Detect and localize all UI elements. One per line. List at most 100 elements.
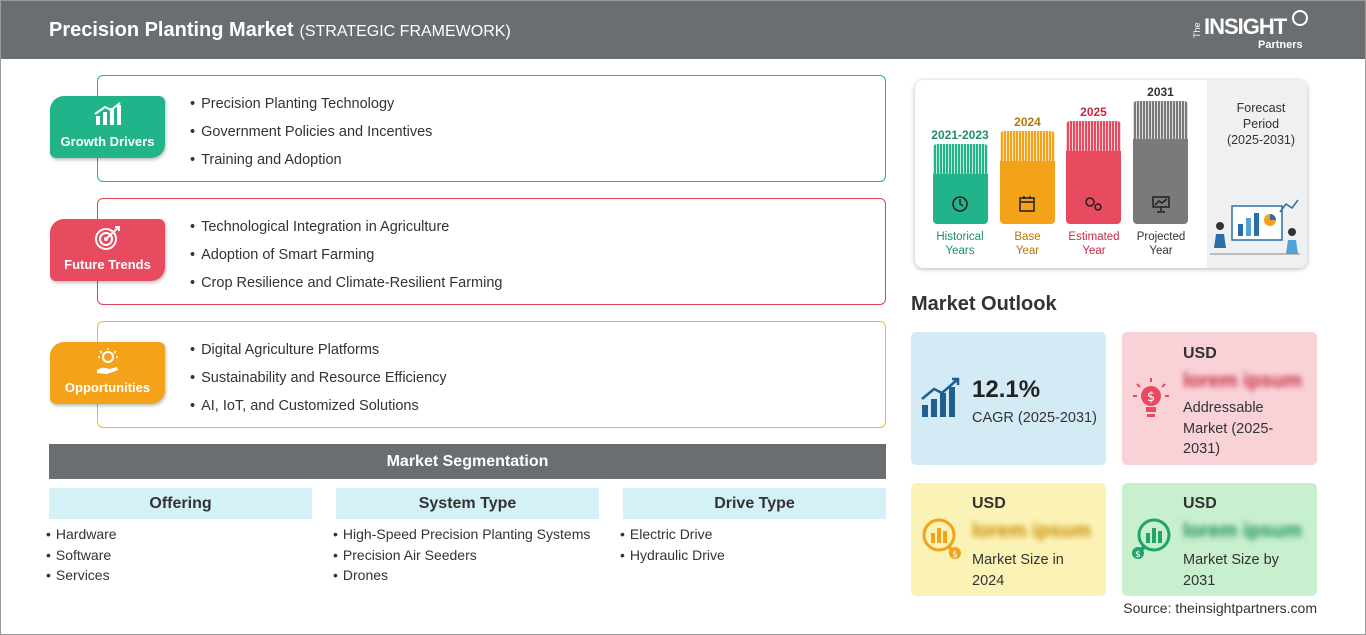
calendar-icon [1019, 196, 1035, 212]
addressable-label: Addressable Market (2025- 2031) [1183, 398, 1273, 460]
desc-line: Market Size by [1183, 552, 1279, 568]
list-item: Services [46, 568, 117, 589]
analyst-dashboard-icon [1210, 199, 1300, 255]
segment-heading-drive-type: Drive Type [623, 488, 886, 519]
desc-line: Addressable [1183, 400, 1264, 416]
currency-label: USD [972, 495, 1006, 512]
list-item: Software [46, 547, 117, 569]
header-bar: Precision Planting Market (STRATEGIC FRAM… [0, 0, 1366, 59]
forecast-line: Forecast [1236, 101, 1286, 115]
list-item: High-Speed Precision Planting Systems [333, 527, 590, 548]
currency-label: USD [1183, 345, 1217, 362]
year-projected: 2031 [1147, 85, 1174, 99]
bar-historical [933, 144, 988, 224]
segment-list-drive-type: Electric Drive Hydraulic Drive [620, 527, 725, 568]
bar-estimated [1066, 121, 1121, 224]
segment-list-offering: Hardware Software Services [46, 527, 117, 589]
opportunities-badge: Opportunities [50, 342, 165, 404]
cagr-card: 12.1% CAGR (2025-2031) [911, 332, 1106, 465]
desc-line: 2031) [1183, 441, 1221, 457]
svg-text:$: $ [952, 550, 958, 560]
target-icon [95, 226, 120, 250]
currency-label: USD [1183, 495, 1217, 512]
future-trends-badge: Future Trends [50, 219, 165, 281]
label-projected: Projected Year [1126, 230, 1196, 258]
source-credit[interactable]: Source: theinsightpartners.com [1123, 600, 1317, 616]
market-size-2024-card: $ USD lorem ipsum Market Size in 2024 [911, 483, 1106, 596]
market-outlook-title: Market Outlook [911, 293, 1057, 315]
future-trends-box: Technological Integration in Agriculture… [97, 198, 886, 305]
list-item: Crop Resilience and Climate-Resilient Fa… [190, 275, 502, 303]
money-bag-chart-icon: $ [1132, 518, 1171, 560]
market-size-2031-label: Market Size by 2031 [1183, 550, 1279, 591]
list-item: Precision Air Seeders [333, 547, 590, 569]
forecast-period-text: Forecast Period (2025-2031) [1221, 100, 1301, 148]
logo-the: The [1192, 22, 1202, 38]
title-text: Precision Planting Market [49, 19, 294, 41]
logo-ring-icon [1292, 10, 1308, 26]
svg-text:$: $ [1135, 550, 1141, 560]
year-historical: 2021-2023 [931, 128, 989, 142]
desc-line: Market (2025- [1183, 420, 1274, 437]
list-item: Sustainability and Resource Efficiency [190, 370, 447, 398]
label-line: Year [1082, 245, 1106, 257]
timeline-panel: 2021-2023 Historical Years 2024 Base Yea… [915, 80, 1307, 268]
list-item: Precision Planting Technology [190, 96, 432, 124]
estimate-gears-icon [1085, 197, 1102, 211]
list-item: Adoption of Smart Farming [190, 247, 502, 275]
logo-partners: Partners [1258, 39, 1303, 51]
list-item: Technological Integration in Agriculture [190, 219, 502, 247]
growth-drivers-box: Precision Planting Technology Government… [97, 75, 886, 182]
label-line: Year [1015, 245, 1040, 257]
history-clock-icon [952, 196, 968, 212]
growth-drivers-badge: Growth Drivers [50, 96, 165, 158]
lightbulb-hand-icon [97, 348, 118, 374]
svg-text:$: $ [1147, 390, 1155, 405]
insight-partners-logo[interactable]: The INSIGHT Partners [1192, 10, 1312, 52]
dollar-lightbulb-icon: $ [1133, 378, 1169, 417]
label-line: Estimated [1068, 231, 1120, 243]
money-bag-chart-icon: $ [922, 518, 961, 560]
list-item: Drones [333, 568, 590, 589]
list-item: Electric Drive [620, 527, 725, 548]
growth-drivers-label: Growth Drivers [60, 134, 155, 149]
growth-drivers-list: Precision Planting Technology Government… [190, 96, 432, 180]
desc-line: 2031 [1183, 572, 1216, 589]
opportunities-label: Opportunities [64, 380, 151, 395]
addressable-value: lorem ipsum [1183, 370, 1302, 392]
bar-base [1000, 131, 1055, 224]
cagr-label: CAGR (2025-2031) [972, 410, 1097, 426]
label-historical: Historical Years [925, 230, 995, 258]
presentation-chart-icon [1152, 196, 1170, 213]
list-item: Digital Agriculture Platforms [190, 342, 447, 370]
label-line: Year [1149, 245, 1173, 257]
market-size-2024-value: lorem ipsum [972, 520, 1091, 542]
future-trends-list: Technological Integration in Agriculture… [190, 219, 502, 303]
list-item: Hardware [46, 527, 117, 548]
opportunities-box: Digital Agriculture Platforms Sustainabi… [97, 321, 886, 428]
label-line: Years [945, 245, 975, 257]
market-size-2031-value: lorem ipsum [1183, 520, 1302, 542]
label-line: Projected [1136, 231, 1186, 243]
bar-projected [1133, 101, 1188, 224]
growth-chart-icon [94, 102, 121, 125]
title-subtitle: (STRATEGIC FRAMEWORK) [299, 23, 511, 40]
segment-heading-system-type: System Type [336, 488, 599, 519]
label-estimated: Estimated Year [1058, 230, 1130, 258]
growth-chart-icon [921, 377, 960, 417]
label-base: Base Year [995, 230, 1060, 258]
segment-heading-offering: Offering [49, 488, 312, 519]
list-item: Hydraulic Drive [620, 547, 725, 569]
cagr-value: 12.1% [972, 376, 1041, 403]
year-estimated: 2025 [1080, 105, 1107, 119]
label-line: Base [1014, 231, 1041, 243]
segment-list-system-type: High-Speed Precision Planting Systems Pr… [333, 527, 590, 589]
list-item: AI, IoT, and Customized Solutions [190, 398, 447, 426]
opportunities-list: Digital Agriculture Platforms Sustainabi… [190, 342, 447, 426]
forecast-line: (2025-2031) [1226, 133, 1296, 147]
logo-insight: INSIGHT [1204, 14, 1287, 39]
list-item: Training and Adoption [190, 152, 432, 180]
list-item: Government Policies and Incentives [190, 124, 432, 152]
segmentation-title: Market Segmentation [49, 444, 886, 479]
market-size-2024-label: Market Size in 2024 [972, 550, 1064, 591]
